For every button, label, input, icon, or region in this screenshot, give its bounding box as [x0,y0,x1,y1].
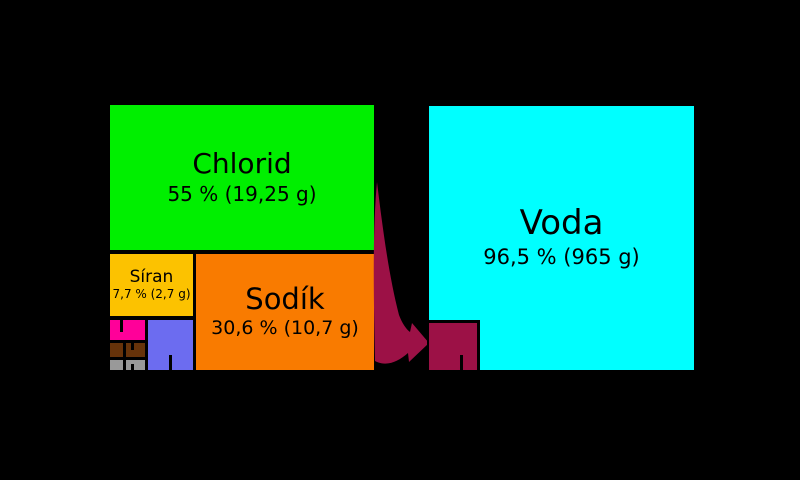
sodium-label: Sodík [245,281,325,316]
sodium-value: 30,6 % (10,7 g) [211,316,359,339]
divider-tick [123,343,126,357]
divider-tick [120,320,123,332]
water-value: 96,5 % (965 g) [483,244,640,269]
treemap-cell-blue [148,320,193,370]
divider-tick [131,343,134,350]
chloride-label: Chlorid [192,147,292,181]
sulfate-label: Síran [129,267,174,287]
chloride-value: 55 % (19,25 g) [167,181,317,206]
water-label: Voda [519,202,604,243]
treemap-cell-brown [110,343,145,357]
divider-tick [131,364,134,370]
salt-marker-box [429,323,477,370]
divider-tick [123,360,126,370]
treemap-cell-gray [110,360,145,370]
treemap-cell-sulfate: Síran 7,7 % (2,7 g) [110,254,193,316]
treemap-cell-magenta [110,320,145,340]
divider-tick [460,355,463,370]
flow-arrow-shape [373,182,429,364]
sulfate-value: 7,7 % (2,7 g) [112,287,191,302]
divider-tick [169,355,172,370]
treemap-cell-sodium: Sodík 30,6 % (10,7 g) [196,254,374,370]
treemap-cell-chloride: Chlorid 55 % (19,25 g) [110,105,374,250]
